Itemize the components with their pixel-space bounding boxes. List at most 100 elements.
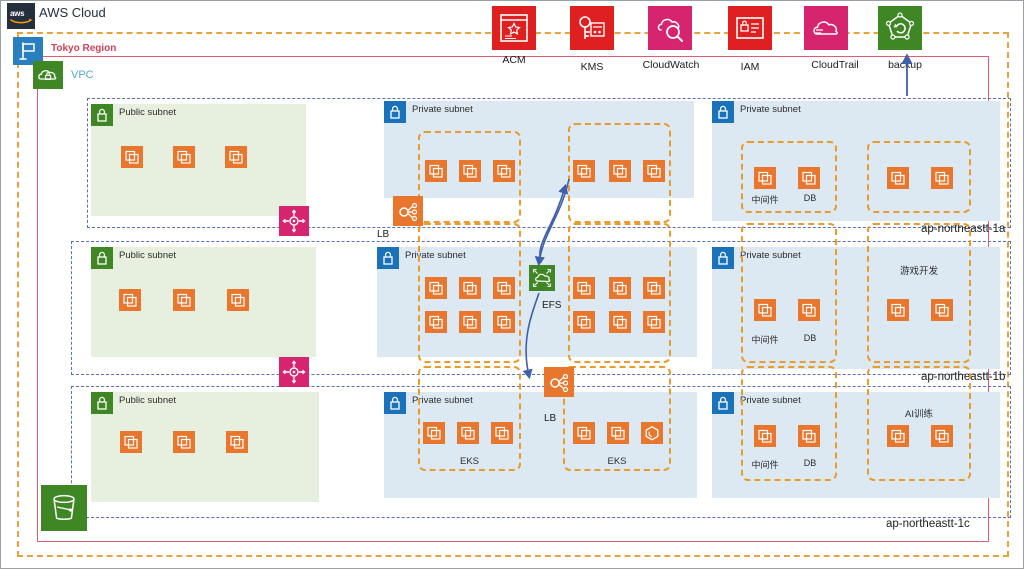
ec2-instance[interactable]: [459, 277, 481, 299]
container-instance[interactable]: [641, 422, 663, 444]
private-subnet-lock-icon: [384, 392, 406, 414]
ec2-instance[interactable]: [798, 299, 820, 321]
az-label-c: ap-northeastt-1c: [886, 518, 970, 530]
ec2-instance[interactable]: [459, 311, 481, 333]
efs-label: EFS: [542, 300, 562, 311]
load-balancer-icon[interactable]: [544, 367, 574, 397]
ec2-instance[interactable]: [754, 299, 776, 321]
ec2-instance[interactable]: [457, 422, 479, 444]
ec2-instance[interactable]: [493, 160, 515, 182]
ec2-instance[interactable]: [173, 289, 195, 311]
ec2-instance[interactable]: [754, 167, 776, 189]
ec2-instance[interactable]: [493, 311, 515, 333]
public-subnet-lock-icon: [91, 104, 113, 126]
aws-logo-icon: aws: [7, 3, 35, 29]
lb-top-label: LB: [377, 229, 390, 240]
private-subnet-lock-icon: [377, 247, 399, 269]
ec2-instance[interactable]: [227, 289, 249, 311]
instance-caption-middleware: 中间件: [751, 460, 779, 470]
private-subnet-lock-icon: [712, 101, 734, 123]
ec2-instance[interactable]: [120, 431, 142, 453]
ec2-instance[interactable]: [121, 146, 143, 168]
group-label-ai-training: AI训练: [905, 409, 933, 420]
instance-group: [418, 223, 521, 363]
private-subnet-a-right-label: Private subnet: [740, 104, 801, 115]
ec2-instance[interactable]: [931, 425, 953, 447]
backup-icon[interactable]: [878, 6, 922, 50]
instance-group: [867, 223, 971, 363]
ec2-instance[interactable]: [119, 289, 141, 311]
public-subnet-lock-icon: [91, 247, 113, 269]
instance-group: [568, 223, 671, 363]
group-label-eks-1: EKS: [459, 456, 479, 467]
ec2-instance[interactable]: [887, 299, 909, 321]
cloudtrail-icon[interactable]: [804, 6, 848, 50]
ec2-instance[interactable]: [493, 277, 515, 299]
ec2-instance[interactable]: [754, 425, 776, 447]
ec2-instance[interactable]: [643, 160, 665, 182]
instance-group: [418, 131, 521, 223]
vpc-cloud-icon: [33, 61, 63, 89]
iam-lock-icon[interactable]: [728, 6, 772, 50]
ec2-instance[interactable]: [798, 425, 820, 447]
ec2-instance[interactable]: [425, 311, 447, 333]
ec2-instance[interactable]: [173, 146, 195, 168]
ec2-instance[interactable]: [798, 167, 820, 189]
ec2-instance[interactable]: [226, 431, 248, 453]
instance-group: [568, 123, 671, 223]
vpc-label: VPC: [71, 69, 94, 81]
az-label-a: ap-northeastt-1a: [921, 223, 1006, 235]
private-subnet-c-mid: Private subnet: [384, 392, 697, 498]
nat-gateway-icon[interactable]: [279, 206, 309, 236]
ec2-instance[interactable]: [607, 422, 629, 444]
ec2-instance[interactable]: [643, 277, 665, 299]
private-subnet-lock-icon: [384, 101, 406, 123]
load-balancer-icon[interactable]: [393, 196, 423, 226]
kms-key-icon[interactable]: [570, 6, 614, 50]
efs-icon[interactable]: [529, 265, 555, 291]
ec2-instance[interactable]: [609, 311, 631, 333]
ec2-instance[interactable]: [225, 146, 247, 168]
ec2-instance[interactable]: [609, 160, 631, 182]
private-subnet-a-mid-label: Private subnet: [412, 104, 473, 115]
instance-group-eks-1: [418, 366, 521, 471]
nat-gateway-icon[interactable]: [279, 357, 309, 387]
private-subnet-lock-icon: [712, 247, 734, 269]
instance-group-ai: [867, 366, 971, 481]
private-subnet-lock-icon: [712, 392, 734, 414]
region-label: Tokyo Region: [51, 43, 117, 54]
ec2-instance[interactable]: [931, 299, 953, 321]
ec2-instance[interactable]: [459, 160, 481, 182]
ec2-instance[interactable]: [573, 277, 595, 299]
private-subnet-c-right-label: Private subnet: [740, 395, 801, 406]
ec2-instance[interactable]: [931, 167, 953, 189]
ec2-instance[interactable]: [425, 277, 447, 299]
iam-label: IAM: [740, 61, 760, 73]
ec2-instance[interactable]: [643, 311, 665, 333]
ec2-instance[interactable]: [425, 160, 447, 182]
group-label-eks-2: EKS: [607, 456, 627, 467]
az-label-b: ap-northeastt-1b: [921, 371, 1006, 383]
public-subnet-b-label: Public subnet: [119, 250, 177, 261]
cloudwatch-label: CloudWatch: [642, 59, 700, 71]
ec2-instance[interactable]: [573, 311, 595, 333]
private-subnet-a-right: Private subnet: [712, 101, 1000, 221]
ec2-instance[interactable]: [887, 167, 909, 189]
ec2-instance[interactable]: [573, 422, 595, 444]
instance-caption-db: DB: [803, 458, 817, 468]
cloudwatch-icon[interactable]: [648, 6, 692, 50]
ec2-instance[interactable]: [491, 422, 513, 444]
page-title: AWS Cloud: [39, 5, 106, 20]
ec2-instance[interactable]: [573, 160, 595, 182]
acm-certificate-icon[interactable]: [492, 6, 536, 50]
public-subnet-lock-icon: [91, 392, 113, 414]
ec2-instance[interactable]: [423, 422, 445, 444]
instance-caption-db: DB: [803, 193, 817, 203]
ec2-instance[interactable]: [173, 431, 195, 453]
instance-caption-db: DB: [803, 333, 817, 343]
ec2-instance[interactable]: [887, 425, 909, 447]
s3-bucket-icon[interactable]: [41, 485, 87, 531]
private-subnet-b-mid-label: Private subnet: [405, 250, 466, 261]
cloudtrail-label: CloudTrail: [811, 59, 859, 71]
ec2-instance[interactable]: [609, 277, 631, 299]
